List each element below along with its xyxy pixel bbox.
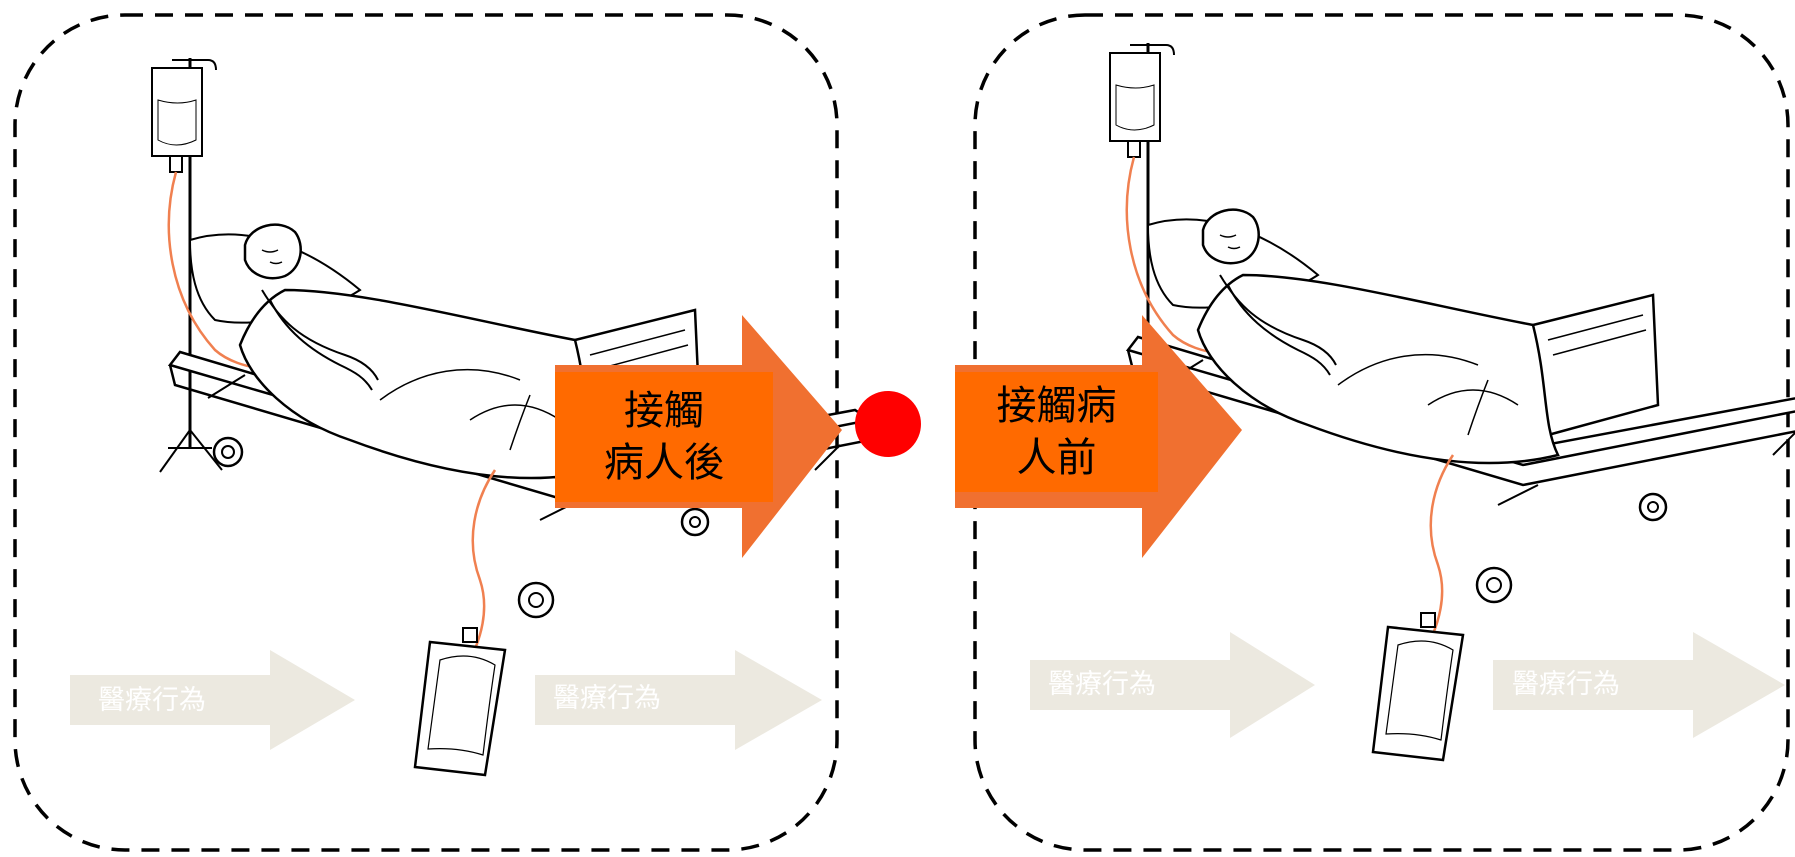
bg-arrow-label-3: 醫療行為 (1048, 669, 1156, 700)
bg-arrow-label-1: 醫療行為 (98, 685, 206, 716)
red-dot-icon (855, 391, 921, 457)
bg-arrow-1 (70, 650, 355, 750)
label-box-1 (555, 372, 773, 502)
bg-arrow-label-2: 醫療行為 (553, 683, 661, 714)
bg-arrow-label-4: 醫療行為 (1512, 669, 1620, 700)
bg-arrow-3 (1030, 632, 1315, 738)
panel-1-main-label: 接觸 病人後 (604, 388, 724, 486)
bg-arrow-2 (535, 650, 822, 750)
label-box-2 (955, 372, 1158, 492)
panel-2-main-label: 接觸病 人前 (996, 383, 1117, 481)
bg-arrow-4 (1493, 632, 1785, 738)
